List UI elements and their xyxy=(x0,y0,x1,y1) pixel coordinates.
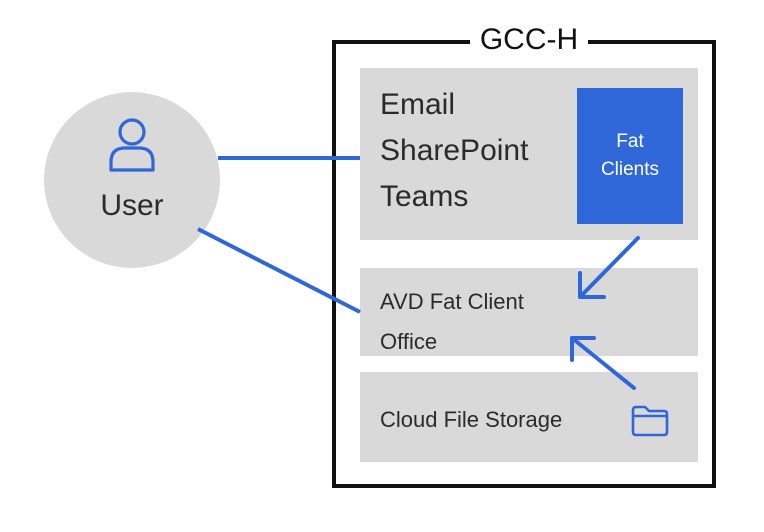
gcc-h-title: GCC-H xyxy=(470,22,588,58)
storage-label: Cloud File Storage xyxy=(380,407,563,432)
app-email: Email xyxy=(380,88,456,121)
fat-clients-line1: Fat xyxy=(616,131,644,152)
apps-list: Email SharePoint Teams xyxy=(380,82,570,220)
avd-line1: AVD Fat Client xyxy=(380,289,524,314)
fat-clients-line2: Clients xyxy=(600,159,660,180)
app-teams: Teams xyxy=(380,180,469,213)
avd-text: AVD Fat Client Office xyxy=(380,282,630,362)
avd-panel xyxy=(360,268,698,356)
user-icon xyxy=(109,118,155,172)
folder-icon xyxy=(631,405,669,437)
fat-clients-box: Fat Clients xyxy=(577,88,683,224)
user-label: User xyxy=(100,189,164,222)
app-sharepoint: SharePoint xyxy=(380,134,529,167)
avd-line2: Office xyxy=(380,329,438,354)
